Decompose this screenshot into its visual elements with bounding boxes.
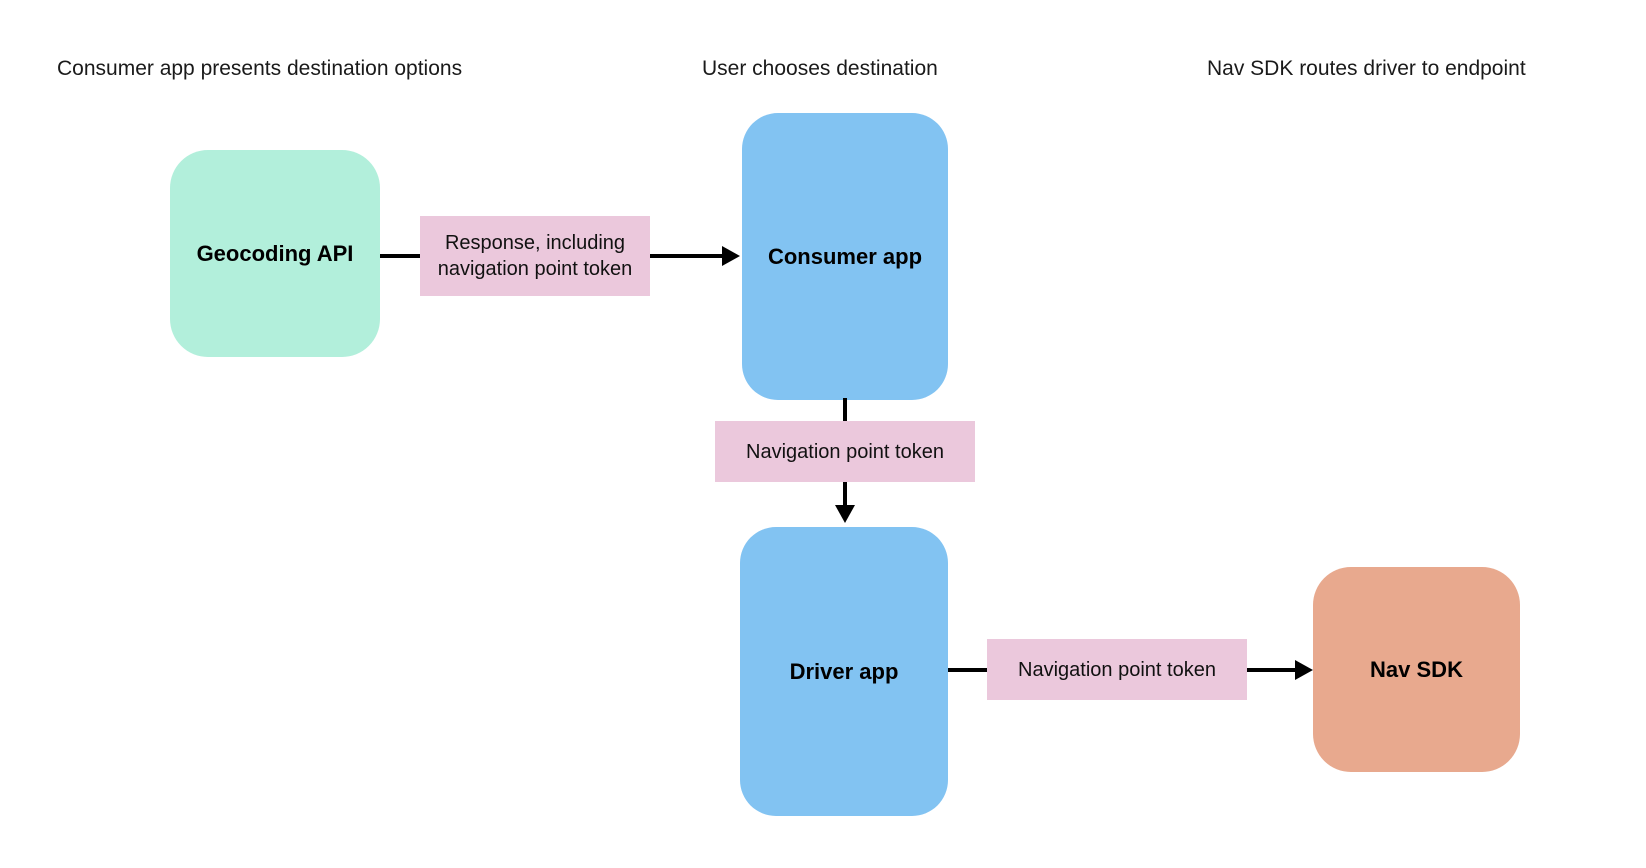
edge-label-navigation-point-token-middle: Navigation point token bbox=[715, 421, 975, 482]
edge-label-navigation-point-token-right: Navigation point token bbox=[987, 639, 1247, 700]
node-driver-app-label: Driver app bbox=[789, 658, 899, 684]
arrowhead-down-icon bbox=[835, 505, 855, 523]
edge-label-response-including-token: Response, including navigation point tok… bbox=[420, 216, 650, 296]
node-consumer-app: Consumer app bbox=[742, 113, 948, 400]
node-nav-sdk: Nav SDK bbox=[1313, 567, 1520, 772]
column-header-user-chooses: User chooses destination bbox=[702, 57, 938, 80]
column-header-consumer-presents: Consumer app presents destination option… bbox=[57, 57, 463, 80]
node-nav-sdk-label: Nav SDK bbox=[1370, 656, 1463, 682]
node-consumer-app-label: Consumer app bbox=[767, 243, 923, 269]
arrowhead-right-icon bbox=[1295, 660, 1313, 680]
node-driver-app: Driver app bbox=[740, 527, 948, 816]
node-geocoding-api-label: Geocoding API bbox=[196, 240, 354, 266]
arrowhead-right-icon bbox=[722, 246, 740, 266]
node-geocoding-api: Geocoding API bbox=[170, 150, 380, 357]
column-header-navsdk-routes: Nav SDK routes driver to endpoint bbox=[1207, 57, 1526, 80]
